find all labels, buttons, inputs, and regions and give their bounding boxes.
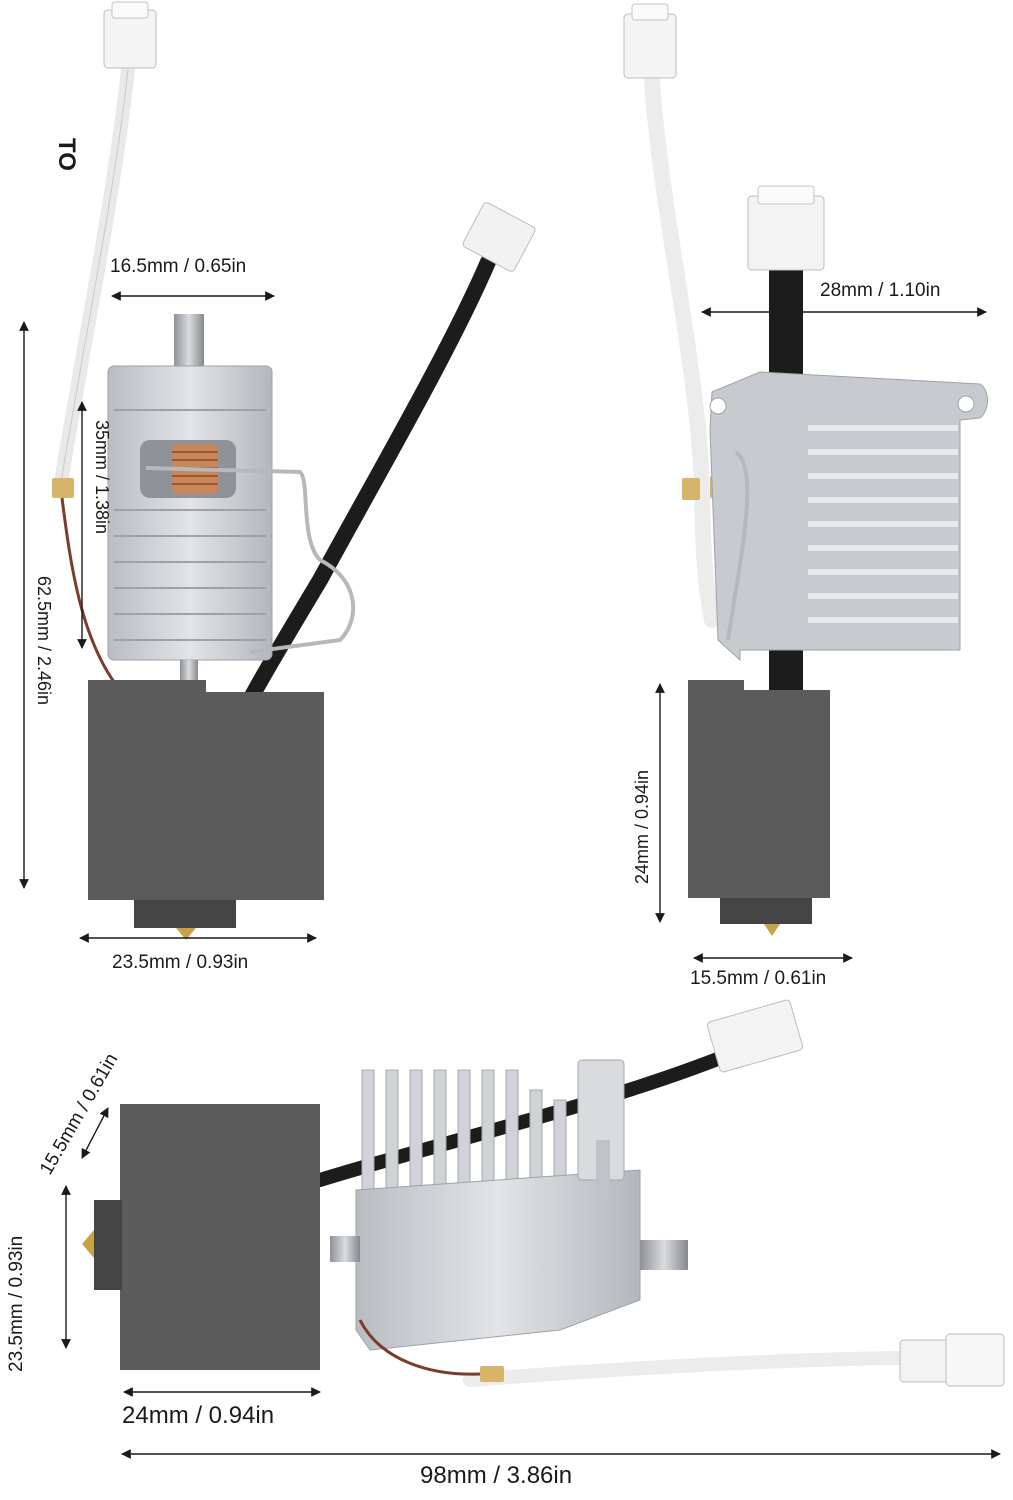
front-view-hotend (52, 1, 536, 940)
side-sock-width-label: 15.5mm / 0.61in (690, 968, 827, 989)
lying-sock-height-label: 23.5mm / 0.93in (6, 1235, 27, 1372)
front-total-height-label: 62.5mm / 2.46in (34, 576, 54, 706)
side-heatsink-width-label: 28mm / 1.10in (820, 280, 941, 301)
side-sock-height-label: 24mm / 0.94in (632, 769, 652, 884)
lying-view-hotend (82, 999, 1005, 1387)
dimension-lines (19, 291, 1001, 1459)
front-heatsink-height-label: 35mm / 1.38in (92, 420, 112, 535)
front-heatsink-width-label: 16.5mm / 0.65in (110, 256, 247, 277)
side-view-hotend (623, 3, 988, 936)
lying-total-length-label: 98mm / 3.86in (420, 1462, 573, 1489)
lying-sock-width-label: 24mm / 0.94in (122, 1402, 275, 1429)
cable-marking-front: TO (53, 138, 80, 171)
front-sock-width-label: 23.5mm / 0.93in (112, 952, 249, 973)
